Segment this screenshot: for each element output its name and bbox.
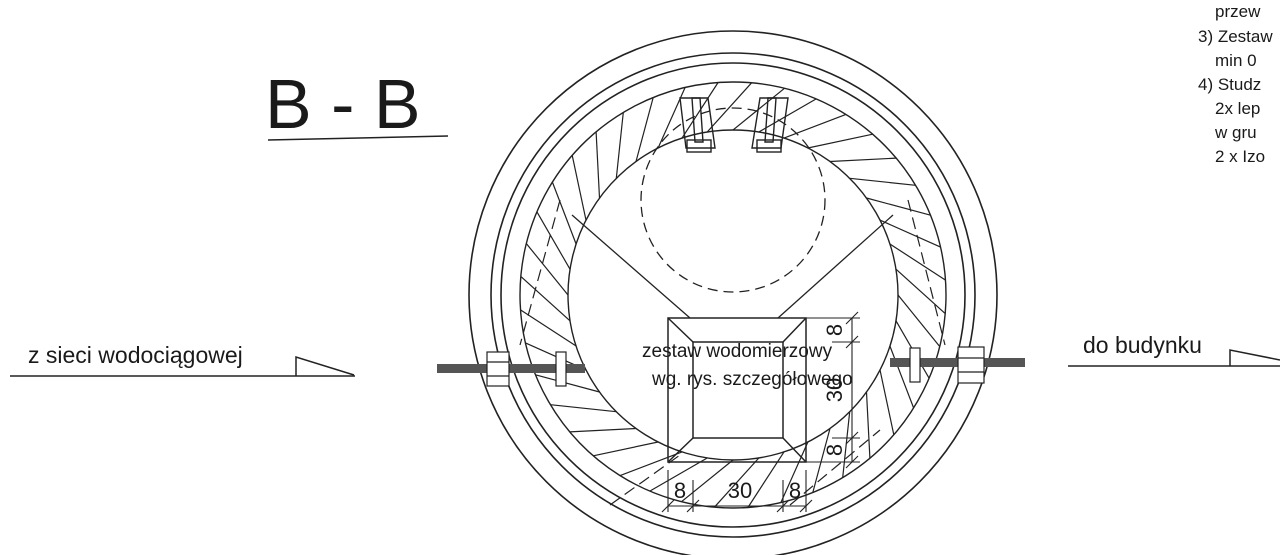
hatch-line [520,309,577,347]
hatch-line [812,428,831,493]
dim-vertical-top: 8 [822,324,847,336]
hatch-line [569,427,637,433]
hatch-line [550,404,617,413]
dim-horizontal-mid: 30 [728,478,752,503]
hatch-line [536,211,571,270]
hatch-line [780,441,809,503]
meter-set-label-1: zestaw wodomierzowy [642,341,833,362]
outer-ring [468,30,998,555]
pipe-inlet [437,351,585,387]
hatch-line [535,374,600,393]
note-line-7: 2 x Izo [1215,147,1265,166]
dim-horizontal-right: 8 [789,478,801,503]
note-line-4: 4) Studz [1198,75,1261,94]
notes-block: przew 3) Zestaw min 0 4) Studz 2x lep w … [1198,2,1273,166]
hatched-wall [519,81,947,509]
hatch-line [649,457,708,492]
hatch-line [747,451,785,508]
hatch-line [520,275,571,322]
ladder-brackets [679,97,789,153]
hatch-line [897,294,941,347]
outlet-label: do budynku [1083,332,1202,358]
outlet-flow-arrow [1229,349,1280,366]
dashed-line-right [907,199,946,346]
dashed-line-bottom-right [789,429,881,506]
inlet-label: z sieci wodociągowej [28,342,243,368]
dim-horizontal-left: 8 [674,478,686,503]
hatch-line [706,82,753,133]
hatch-line [849,177,916,186]
hatch-line [889,345,915,409]
hatch-line [783,113,847,139]
note-line-5: 2x lep [1215,99,1260,118]
hatch-line [551,181,577,245]
hatch-line [829,157,897,163]
inlet-flow-arrow [295,355,355,376]
horizontal-dimension [661,470,813,513]
dashed-circle [640,107,826,293]
hatch-line [713,457,760,508]
dim-vertical-mid: 30 [822,378,847,402]
hatch-line [807,133,873,149]
note-line-2: 3) Zestaw [1198,27,1273,46]
section-title: B - B [265,65,421,143]
note-line-3: min 0 [1215,51,1257,70]
meter-set-label-2: wg. rys. szczegółowego [651,369,853,390]
hatch-line [865,391,871,459]
hatch-line [593,441,659,457]
hatch-line [525,243,569,296]
vertical-dimension [806,311,860,469]
diagonal-right [777,214,894,319]
dim-vertical-bottom: 8 [822,444,847,456]
hatch-line [681,82,719,139]
hatch-line [619,451,683,477]
dashed-line-bottom-left [609,454,681,506]
note-line-1: przew [1215,2,1261,21]
ring-2 [490,52,976,538]
hatch-line [681,459,734,503]
hatch-line [571,155,587,221]
hatch-line [595,131,601,199]
pipe-outlet [890,346,1025,384]
hatch-line [615,112,624,179]
hatch-line [879,369,895,435]
dashed-line-left [519,199,561,346]
hatch-line [758,98,817,133]
diagonal-left [571,214,691,319]
section-title-underline [267,135,449,141]
hatch-line [895,268,946,315]
hatch-line [842,411,851,478]
ring-3 [500,62,966,528]
hatch-line [879,219,941,248]
hatch-line [889,243,946,281]
hatch-line [635,97,654,162]
square-sump [667,317,807,463]
hatch-line [866,197,931,216]
note-line-6: w gru [1214,123,1257,142]
